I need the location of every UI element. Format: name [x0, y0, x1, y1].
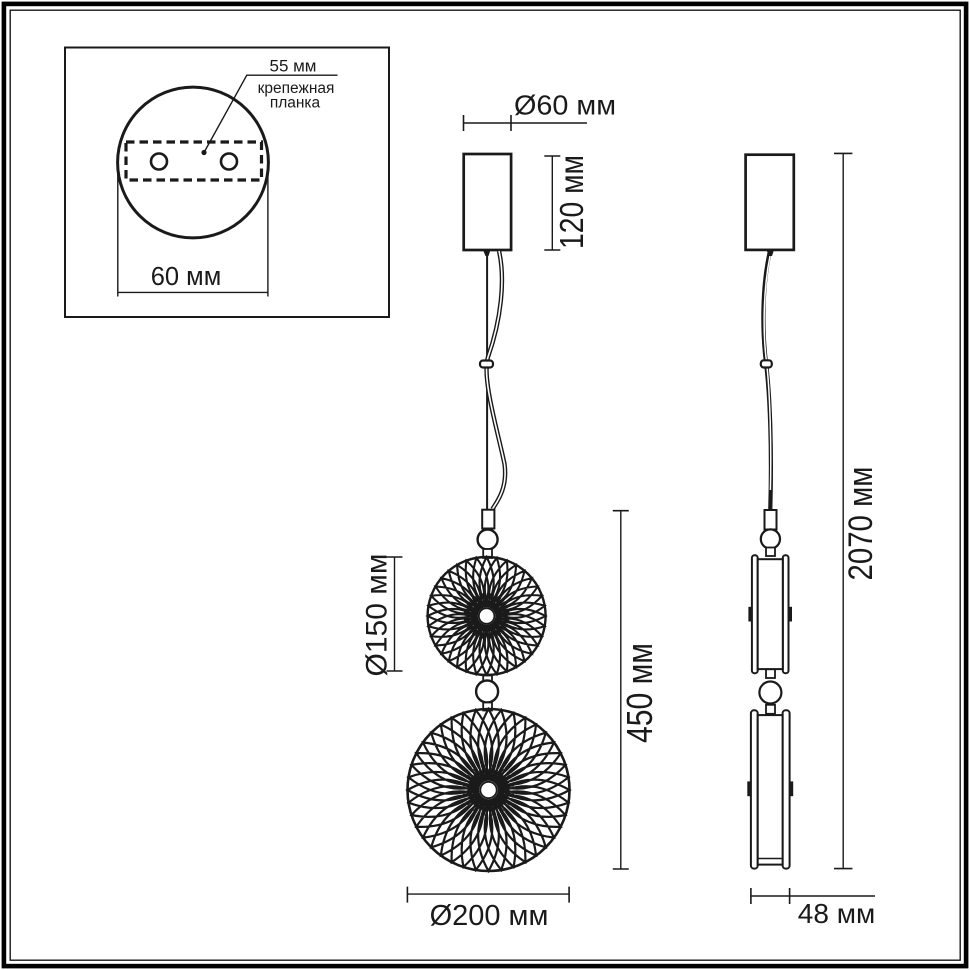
svg-text:Ø60 мм: Ø60 мм [514, 90, 616, 121]
svg-text:450 мм: 450 мм [619, 643, 660, 743]
svg-text:планка: планка [270, 95, 321, 112]
svg-text:Ø150 мм: Ø150 мм [361, 554, 394, 677]
svg-text:55 мм: 55 мм [269, 57, 316, 76]
svg-text:60 мм: 60 мм [151, 263, 222, 291]
svg-text:2070 мм: 2070 мм [842, 467, 880, 581]
svg-text:48 мм: 48 мм [798, 898, 875, 929]
svg-text:120 мм: 120 мм [553, 155, 590, 249]
svg-text:Ø200 мм: Ø200 мм [430, 900, 549, 932]
svg-text:крепежная: крепежная [258, 80, 335, 97]
